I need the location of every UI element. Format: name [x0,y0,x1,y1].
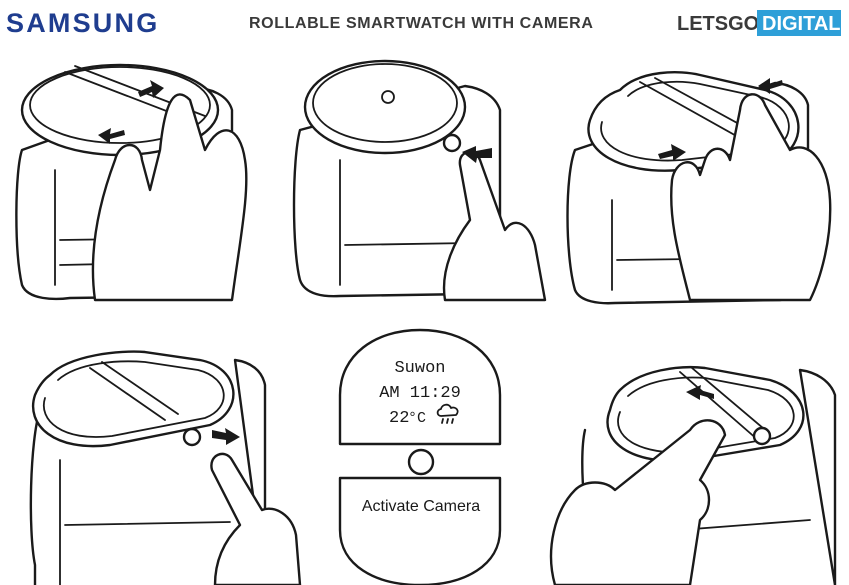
crown-button [442,133,462,153]
figure-watch-bottom-right [549,366,837,585]
arrow-right [658,144,686,161]
digital-logo-badge [757,10,841,36]
samsung-logo: SAMSUNG [6,8,159,38]
watch-face-rim [600,80,790,162]
activate-camera-button[interactable]: Activate Camera [362,498,480,515]
hand [549,419,727,585]
hand [670,93,832,302]
camera-lens [407,448,435,476]
crown-button [752,426,772,446]
arrow-left [686,385,714,400]
arrow-left [758,78,783,94]
watch-display-closeup: Suwon AM 11:29 22 °C Activate Camera [338,328,502,585]
letsgo-digital-logo: LETSGO DIGITAL [677,10,841,36]
hand [91,93,248,302]
city-label: Suwon [394,359,445,378]
camera-lens [381,90,395,104]
watch-face-rim [29,66,211,144]
screen-split-line [639,77,751,139]
screen-split-line [679,367,771,441]
arrow-right [138,80,164,98]
digital-logo-text: DIGITAL [762,13,841,35]
letsgo-logo-text: LETSGO [677,13,759,35]
figure-watch-top-right [566,71,832,305]
finger [210,452,302,585]
arrow-left [98,128,125,144]
crown-button [182,427,202,447]
rain-cloud-icon [436,403,459,424]
page-title: ROLLABLE SMARTWATCH WITH CAMERA [249,15,593,32]
watch-face-rim [617,376,795,454]
watch-face [303,59,467,155]
figure-watch-bottom-left [29,350,302,585]
watch-face-rim [312,63,458,143]
header: SAMSUNG ROLLABLE SMARTWATCH WITH CAMERA … [6,8,841,38]
screen-split-line [89,361,179,421]
figure-watch-top-middle [292,59,547,302]
time-label: AM 11:29 [379,384,461,403]
strap-inner [59,459,231,585]
watch-strap [29,358,267,585]
temperature-unit: °C [408,410,426,427]
figure-watch-top-left [15,63,248,302]
bottom-screen-panel[interactable] [338,476,502,585]
arrow-right [212,428,240,445]
top-screen-panel [338,328,502,446]
temperature-value: 22 [389,409,409,428]
strap-inner [339,159,471,286]
arrow-left [462,146,492,163]
